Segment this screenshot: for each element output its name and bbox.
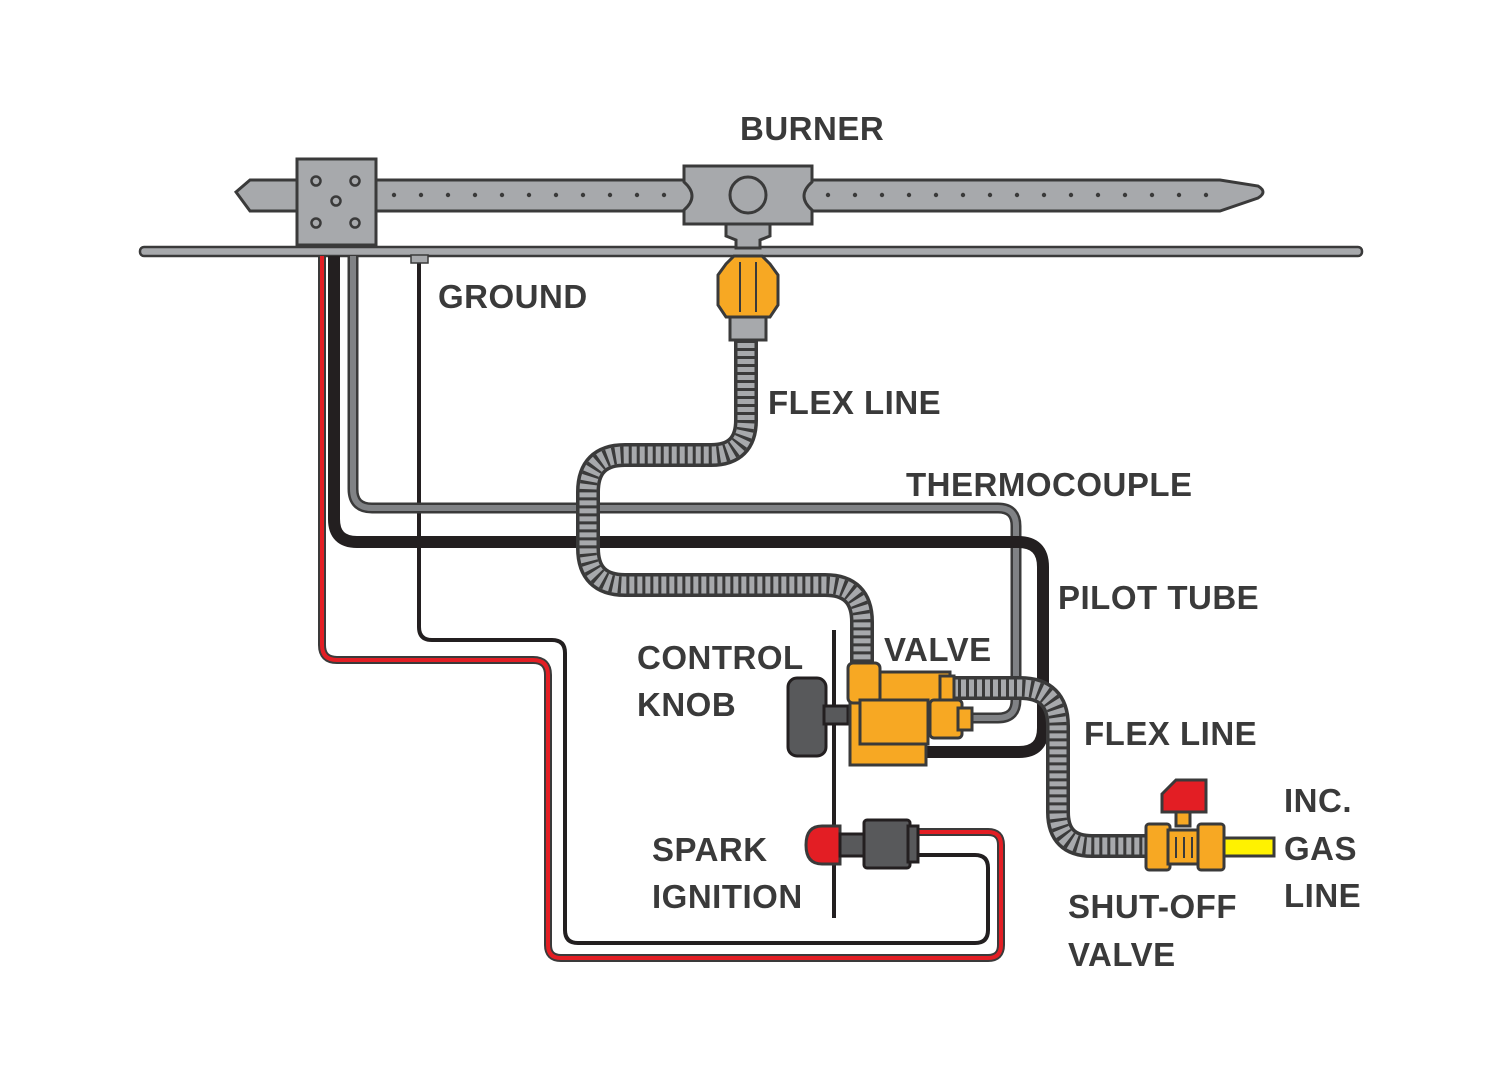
label-flex-line-top: FLEX LINE: [768, 384, 941, 421]
flex-line-top: [576, 340, 874, 672]
ground-connector: [410, 254, 429, 264]
shutoff-valve[interactable]: [1144, 778, 1226, 872]
label-ground: GROUND: [438, 278, 588, 315]
label-gas-2: GAS: [1284, 830, 1357, 867]
label-valve: VALVE: [884, 631, 992, 668]
burner-assembly: [233, 164, 1265, 250]
label-control-knob-1: CONTROL: [637, 639, 804, 676]
label-flex-line-bottom: FLEX LINE: [1084, 715, 1257, 752]
label-control-knob-2: KNOB: [637, 686, 736, 723]
flex-line-bottom: [950, 676, 1148, 858]
red-wire: [318, 256, 1005, 962]
label-shutoff-2: VALVE: [1068, 936, 1176, 973]
label-shutoff-1: SHUT-OFF: [1068, 888, 1237, 925]
spark-ignition[interactable]: [804, 818, 920, 870]
label-burner: BURNER: [740, 110, 884, 147]
burner-stem: [724, 222, 772, 250]
label-spark-1: SPARK: [652, 831, 768, 868]
label-thermocouple: THERMOCOUPLE: [906, 466, 1193, 503]
label-gas-1: INC.: [1284, 782, 1352, 819]
burner-holes: [391, 192, 1209, 198]
thermocouple-line: [347, 256, 1022, 724]
label-pilot-tube: PILOT TUBE: [1058, 579, 1259, 616]
ground-wire: [417, 260, 990, 945]
gas-valve[interactable]: [846, 661, 974, 767]
incoming-gas-pipe: [1222, 836, 1276, 858]
label-gas-3: LINE: [1284, 877, 1361, 914]
burner-hub-port: [728, 175, 768, 215]
pilot-tube-line: [328, 256, 1049, 758]
label-spark-2: IGNITION: [652, 878, 803, 915]
pilot-assembly: [295, 157, 378, 247]
burner-fitting: [716, 254, 780, 342]
control-knob[interactable]: [786, 676, 850, 758]
